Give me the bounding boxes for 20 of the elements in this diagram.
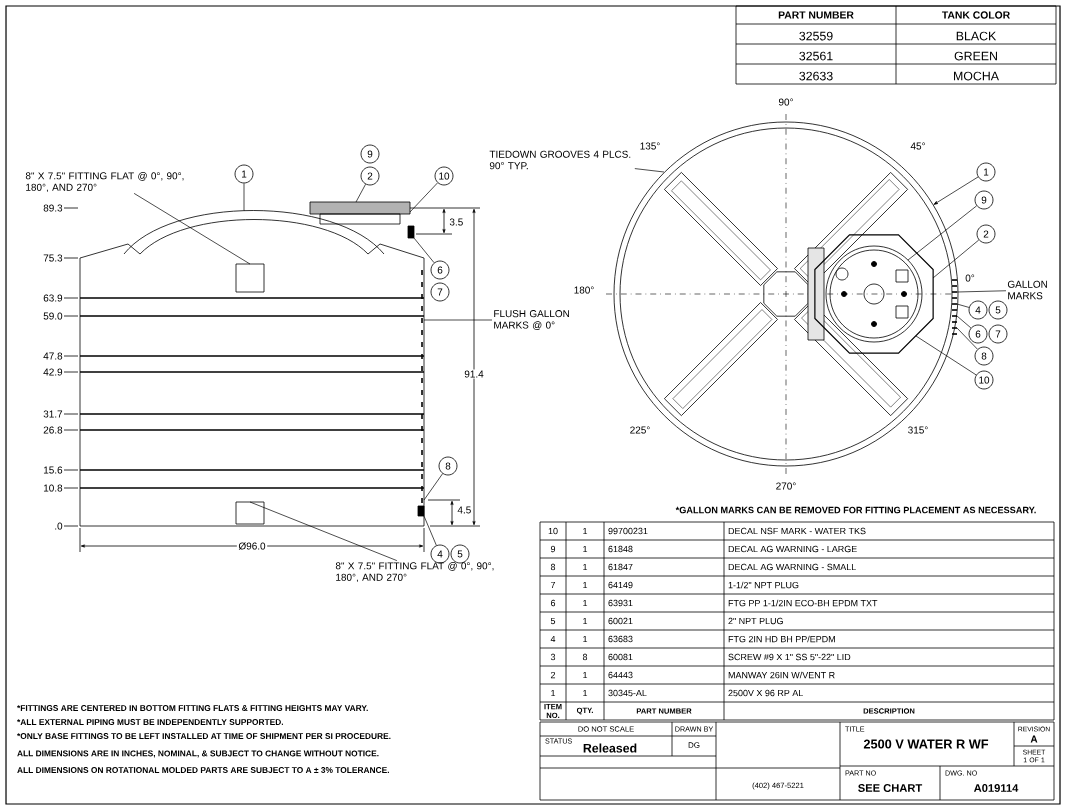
leader-line [243,183,245,212]
leader-line [423,473,443,501]
leader-line [355,183,366,203]
leader-line [634,168,665,173]
leader-line [956,327,978,350]
leader-line [409,182,438,213]
leader-line [932,239,980,279]
leader-line [956,290,1007,293]
leader-line [956,303,970,308]
leader-line [907,205,977,261]
leader-line [133,193,251,265]
leader-line [423,319,493,321]
leader-line [933,176,979,205]
leader-line [413,237,435,264]
leader-line [423,515,437,546]
tank-side-view-drawing [79,201,425,527]
tank-top-view-drawing [605,113,959,475]
leader-line [249,501,398,561]
leader-line [956,315,972,329]
leader-line [915,335,977,376]
